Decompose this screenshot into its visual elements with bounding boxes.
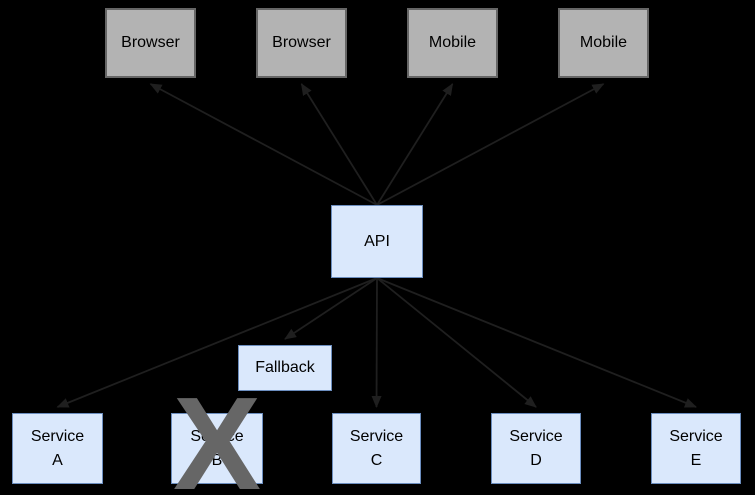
node-label: Service D	[509, 428, 563, 469]
node-label: API	[364, 232, 390, 250]
edge-api-to-mobile2	[376, 83, 605, 206]
node-serviceD: Service D	[491, 413, 581, 484]
edge-api-to-fallback	[284, 277, 378, 340]
node-label: Fallback	[255, 359, 315, 377]
edge-group	[56, 83, 697, 408]
edge-api-to-serviceC	[371, 277, 382, 408]
node-serviceA: Service A	[12, 413, 103, 484]
node-serviceB: Service B	[171, 413, 263, 484]
node-label: Mobile	[579, 34, 628, 52]
edge-api-to-serviceD	[376, 277, 537, 408]
node-browser2: Browser	[256, 8, 347, 78]
edge-api-to-serviceE	[376, 277, 697, 408]
node-label: Browser	[272, 34, 331, 52]
node-mobile2: Mobile	[558, 8, 649, 78]
node-label: Service C	[349, 428, 404, 469]
node-serviceE: Service E	[651, 413, 741, 484]
node-label: Browser	[121, 34, 180, 52]
node-label: Service B	[190, 428, 244, 469]
node-mobile1: Mobile	[407, 8, 498, 78]
node-label: Mobile	[428, 34, 477, 52]
edge-api-to-browser2	[300, 83, 378, 206]
node-label: Service E	[669, 428, 723, 469]
edge-api-to-mobile1	[376, 83, 454, 206]
node-label: Service A	[30, 428, 85, 469]
node-fallback: Fallback	[238, 345, 332, 391]
node-browser1: Browser	[105, 8, 196, 78]
node-api: API	[331, 205, 423, 278]
edge-api-to-browser1	[149, 83, 378, 206]
edge-api-to-serviceA	[56, 277, 378, 408]
node-serviceC: Service C	[332, 413, 421, 484]
